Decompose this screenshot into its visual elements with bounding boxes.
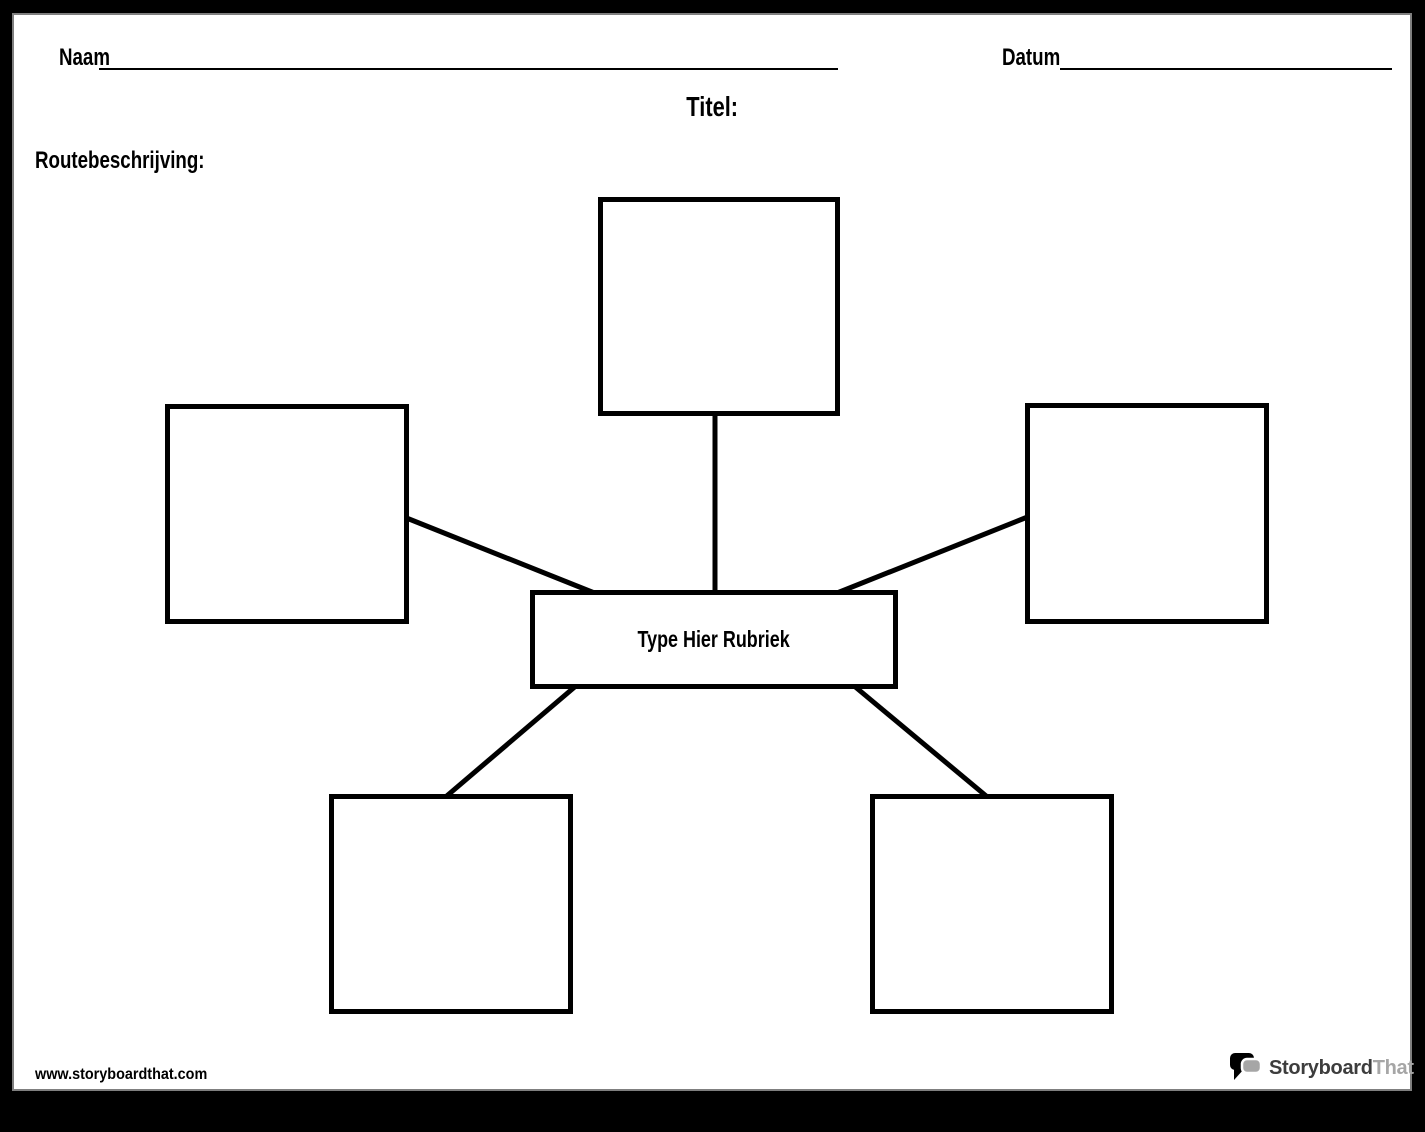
storyboardthat-logo: StoryboardThat bbox=[1228, 1049, 1414, 1087]
logo-wordmark: StoryboardThat bbox=[1269, 1056, 1414, 1079]
datum-write-line[interactable] bbox=[1060, 44, 1392, 70]
center-topic-label: Type Hier Rubriek bbox=[637, 626, 791, 652]
connector-lines bbox=[403, 410, 1031, 802]
cell-left[interactable] bbox=[165, 404, 409, 624]
cell-bottom-right[interactable] bbox=[870, 794, 1114, 1014]
naam-write-line[interactable] bbox=[99, 44, 838, 70]
website-url: www.storyboardthat.com bbox=[35, 1066, 208, 1083]
worksheet-page: Naam Datum Titel: Routebeschrijving: Typ… bbox=[12, 13, 1414, 1091]
directions-label: Routebeschrijving: bbox=[35, 147, 205, 174]
speech-bubbles-icon bbox=[1230, 1053, 1263, 1080]
naam-label: Naam bbox=[59, 44, 110, 71]
cell-bottom-left[interactable] bbox=[329, 794, 573, 1014]
cell-right[interactable] bbox=[1025, 403, 1269, 624]
titel-label: Titel: bbox=[686, 91, 738, 122]
center-topic-box[interactable]: Type Hier Rubriek bbox=[530, 590, 898, 689]
cell-top[interactable] bbox=[598, 197, 840, 416]
datum-label: Datum bbox=[1002, 44, 1061, 71]
